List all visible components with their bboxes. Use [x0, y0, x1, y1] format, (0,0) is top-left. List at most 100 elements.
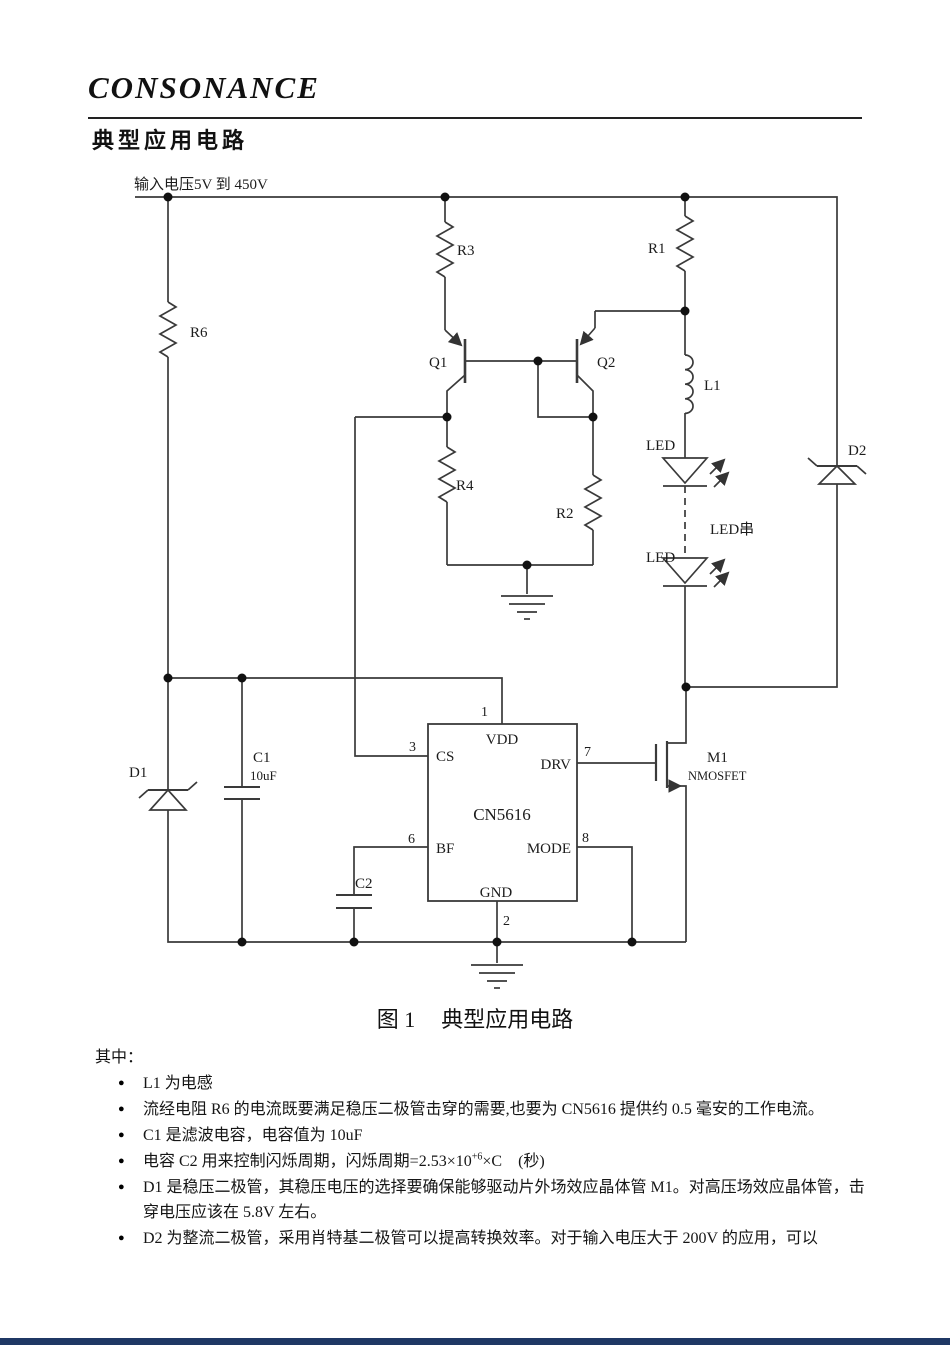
label-led-top: LED	[646, 438, 675, 454]
top-rail	[135, 196, 838, 466]
list-item: ● D2 为整流二极管，采用肖特基二极管可以提高转换效率。对于输入电压大于 20…	[0, 1226, 950, 1251]
resistor-r4	[437, 446, 457, 503]
q2-collector-wire	[576, 374, 594, 417]
note-text: C1 是滤波电容，电容值为 10uF	[143, 1127, 363, 1144]
ground1-symbol	[501, 595, 553, 620]
resistor-r2	[583, 474, 603, 531]
list-item: ● D1 是稳压二极管，其稳压电压的选择要确保能够驱动片外场效应晶体管 M1。对…	[0, 1175, 950, 1225]
cs-link-wire	[354, 417, 428, 757]
inductor-l1	[684, 354, 694, 415]
base-drop-wire	[537, 361, 593, 418]
bullet-icon: ●	[118, 1155, 125, 1167]
left-rail-lower	[167, 810, 686, 943]
label-c1: C1	[253, 750, 271, 766]
formula-post: ×C (秒)	[482, 1153, 545, 1170]
bf-wire	[353, 846, 428, 895]
label-r4: R4	[456, 478, 474, 494]
q2-emitter-arrow	[579, 327, 596, 346]
d2-bar-hook-left	[807, 457, 818, 467]
note-text: L1 为电感	[143, 1075, 213, 1092]
mode-wire	[577, 846, 633, 942]
formula-exponent: +6	[471, 1151, 483, 1163]
resistor-r3	[435, 221, 455, 278]
resistor-r6	[158, 301, 178, 358]
figure-number: 图 1	[376, 1007, 416, 1032]
label-r6: R6	[190, 325, 208, 341]
notes-intro: 其中：	[95, 1049, 144, 1066]
pin-number-8: 8	[582, 831, 589, 846]
list-item: ● 电容 C2 用来控制闪烁周期，闪烁周期=2.53×10+6×C (秒)	[0, 1149, 950, 1174]
d1-bar-hook-left	[138, 789, 149, 799]
note-text: D2 为整流二极管，采用肖特基二极管可以提高转换效率。对于输入电压大于 200V…	[143, 1230, 818, 1247]
label-led-string: LED串	[710, 521, 754, 538]
d2-triangle	[816, 464, 858, 485]
pin-number-3: 3	[409, 740, 416, 755]
list-item: ● L1 为电感	[0, 1071, 950, 1096]
label-d1: D1	[129, 765, 147, 781]
d2-branch-lower	[686, 484, 838, 688]
pin-number-2: 2	[503, 914, 510, 929]
input-voltage-label: 输入电压5V 到 450V	[134, 176, 268, 193]
label-m1-type: NMOSFET	[688, 769, 747, 783]
label-c2: C2	[355, 876, 373, 892]
section-title: 典型应用电路	[92, 128, 249, 153]
list-item: ● C1 是滤波电容，电容值为 10uF	[0, 1123, 950, 1148]
bullet-icon: ●	[118, 1181, 125, 1193]
pin-label-bf: BF	[436, 841, 454, 857]
pin-label-gnd: GND	[480, 885, 513, 901]
bullet-icon: ●	[118, 1129, 125, 1141]
label-q1: Q1	[429, 355, 447, 371]
footer-bar	[0, 1338, 950, 1345]
led1-ray1	[709, 458, 726, 475]
chip-outline	[427, 723, 578, 902]
pin-label-mode: MODE	[527, 841, 571, 857]
d2-bar-hook-right	[856, 465, 867, 475]
label-led-bottom: LED	[646, 550, 675, 566]
figure-title: 典型应用电路	[441, 1007, 574, 1032]
q1-collector-wire	[446, 374, 466, 417]
ground2-symbol	[471, 942, 523, 989]
junction-dots	[163, 192, 691, 947]
led1-ray2	[713, 471, 730, 488]
label-c1-value: 10uF	[250, 768, 277, 783]
pin-label-drv: DRV	[541, 757, 572, 773]
label-d2: D2	[848, 443, 866, 459]
circuit-diagram: 输入电压5V 到 450V R6 R3 R1 Q1 Q2 L1 R4 R2 LE…	[129, 176, 867, 989]
label-r2: R2	[556, 506, 574, 522]
pin-label-vdd: VDD	[486, 732, 519, 748]
note-text: 流经电阻 R6 的电流既要满足稳压二极管击穿的需要,也要为 CN5616 提供约…	[143, 1101, 824, 1118]
vdd-wire	[168, 677, 503, 724]
company-logo: CONSONANCE	[88, 70, 320, 105]
label-q2: Q2	[597, 355, 615, 371]
note-text-formula: 电容 C2 用来控制闪烁周期，闪烁周期=2.53×10+6×C (秒)	[143, 1149, 868, 1174]
q1-emitter-arrow	[444, 329, 463, 347]
led1-triangle	[661, 457, 709, 485]
m1-source-wire	[667, 785, 687, 942]
label-l1: L1	[704, 378, 721, 394]
notes-section: 其中： ● L1 为电感 ● 流经电阻 R6 的电流既要满足稳压二极管击穿的需要…	[0, 1046, 950, 1251]
list-item: ● 流经电阻 R6 的电流既要满足稳压二极管击穿的需要,也要为 CN5616 提…	[0, 1097, 950, 1122]
formula-pre: 电容 C2 用来控制闪烁周期，闪烁周期=2.53×10	[143, 1153, 472, 1170]
pin-number-1: 1	[481, 705, 488, 720]
resistor-r1	[675, 215, 695, 272]
d1-triangle	[148, 788, 188, 811]
bullet-icon: ●	[118, 1232, 125, 1244]
label-m1: M1	[707, 750, 728, 766]
wires	[135, 196, 867, 989]
note-text: D1 是稳压二极管，其稳压电压的选择要确保能够驱动片外场效应晶体管 M1。对高压…	[143, 1179, 865, 1221]
pin-number-7: 7	[584, 745, 591, 760]
bullet-icon: ●	[118, 1077, 125, 1089]
bullet-icon: ●	[118, 1103, 125, 1115]
m1-drain-wire	[667, 687, 687, 744]
header-rule	[88, 117, 862, 119]
label-r3: R3	[457, 243, 475, 259]
pin-label-cs: CS	[436, 749, 454, 765]
led2-triangle	[661, 557, 709, 585]
d1-bar-hook-right	[187, 781, 198, 791]
led2-ray2	[713, 571, 730, 588]
figure-caption: 图 1 典型应用电路	[0, 1002, 950, 1034]
label-r1: R1	[648, 241, 666, 257]
pin-number-6: 6	[408, 832, 415, 847]
led2-ray1	[709, 558, 726, 575]
